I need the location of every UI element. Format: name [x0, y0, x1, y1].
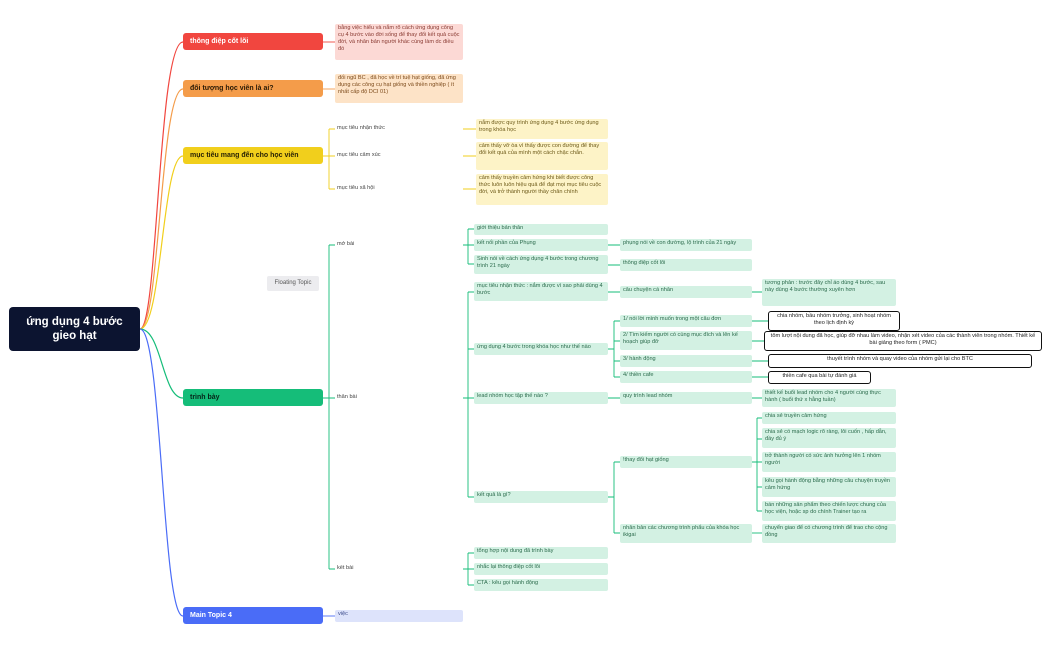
main-topic-presentation[interactable]: trình bày [183, 389, 323, 406]
body-result-item[interactable]: kết quả là gì? [474, 491, 608, 503]
main-topic-goals[interactable]: mục tiêu mang đến cho học viên [183, 147, 323, 164]
connector-goal-details [463, 128, 476, 190]
connector-root-core [139, 41, 184, 330]
body-lead-item[interactable]: lead nhóm học tập thế nào ? [474, 392, 608, 404]
root-topic[interactable]: ứng dụng 4 bước gieo hạt [9, 307, 140, 351]
body-apply-item[interactable]: ứng dụng 4 bước trong khóa học như thế n… [474, 343, 608, 355]
closing-item-summary[interactable]: tổng hợp nội dung đã trình bày [474, 547, 608, 559]
closing-item-cta[interactable]: CTA : kêu gọi hành động [474, 579, 608, 591]
lead-detail[interactable]: thiết kế buổi lead nhóm cho 4 người cùng… [762, 389, 896, 407]
main4-child[interactable]: việc [335, 610, 463, 622]
main-topic-core-message[interactable]: thông điệp cốt lõi [183, 33, 323, 50]
connector-body [463, 291, 474, 498]
main-topic-4-label: Main Topic 4 [190, 612, 232, 619]
seed-item-2[interactable]: chia sẻ có mạch logic rõ ràng, lôi cuốn … [762, 428, 896, 448]
opening-item-phung[interactable]: kết nối phần của Phụng [474, 239, 608, 251]
main-topic-audience-label: đối tượng học viên là ai? [190, 85, 274, 92]
step-1[interactable]: 1/ nói lời mình muốn trong một câu đơn [620, 315, 752, 327]
seed-item-1[interactable]: chia sẻ truyền cảm hứng [762, 412, 896, 424]
connector-result [608, 461, 620, 534]
goal-social[interactable]: mục tiêu xã hội [337, 185, 375, 191]
main-topic-goals-label: mục tiêu mang đến cho học viên [190, 152, 299, 159]
connector-seed-items [752, 417, 762, 512]
connector-opening-details [608, 244, 620, 266]
opening-item-sinh[interactable]: Sinh nói về cách ứng dụng 4 bước trong c… [474, 255, 608, 274]
personal-story-detail[interactable]: tương phản : trước đây chỉ áo dùng 4 bướ… [762, 279, 896, 306]
main-topic-presentation-label: trình bày [190, 394, 220, 401]
connector-root-presentation [139, 328, 184, 399]
goal-emotional-detail[interactable]: cảm thấy vỡ òa vì thấy được con đường để… [476, 142, 608, 170]
seed-item-4[interactable]: kêu gọi hành động bằng những câu chuyện … [762, 477, 896, 497]
opening-item-intro[interactable]: giới thiệu bản thân [474, 224, 608, 235]
goal-emotional[interactable]: mục tiêu cảm xúc [337, 152, 381, 158]
step-1-box[interactable]: chia nhóm, bầu nhóm trưởng, sinh hoạt nh… [768, 311, 900, 331]
floating-topic[interactable]: Floating Topic [267, 276, 319, 291]
core-message-note[interactable]: bằng việc hiểu và nắm rõ cách ứng dụng c… [335, 24, 463, 60]
opening-phung-detail[interactable]: phụng nói về con đường, lộ trình của 21 … [620, 239, 752, 251]
closing-item-core-message[interactable]: nhắc lại thông điệp cốt lõi [474, 563, 608, 575]
seed-item-5[interactable]: bán những sản phẩm theo chiến lược chung… [762, 501, 896, 521]
lead-process[interactable]: quy trình lead nhóm [620, 392, 752, 404]
personal-story[interactable]: câu chuyện cá nhân [620, 286, 752, 298]
opening-label[interactable]: mở bài [337, 241, 355, 247]
step-3[interactable]: 3/ hành động [620, 355, 752, 367]
connector-opening [463, 228, 474, 265]
goal-cognitive-detail[interactable]: nắm được quy trình ứng dụng 4 bước ứng d… [476, 119, 608, 139]
step-2[interactable]: 2/ Tìm kiếm người có cùng mục đích và lê… [620, 331, 752, 350]
connector-closing [463, 552, 474, 586]
step-3-box[interactable]: thuyết trình nhóm và quay video của nhóm… [768, 354, 1032, 368]
body-goal-item[interactable]: mục tiêu nhận thức : nắm được vì sao phả… [474, 282, 608, 301]
connector-steps [608, 320, 620, 378]
connector-root-goals [139, 155, 184, 330]
goal-cognitive[interactable]: mục tiêu nhận thức [337, 125, 385, 131]
step-4-box[interactable]: thiền cafe qua bài tự đánh giá [768, 371, 871, 384]
body-label[interactable]: thân bài [337, 394, 357, 400]
replicate-programs[interactable]: nhân bản các chương trình phẩu của khóa … [620, 524, 752, 543]
goal-social-detail[interactable]: cảm thấy truyền cảm hứng khi biết được c… [476, 174, 608, 205]
connector-step-boxes [752, 320, 768, 378]
connector-root-audience [139, 88, 184, 330]
closing-label[interactable]: kết bài [337, 565, 354, 571]
main-topic-core-message-label: thông điệp cốt lõi [190, 38, 249, 45]
step-4[interactable]: 4/ thiền cafe [620, 371, 752, 383]
step-2-box[interactable]: tôm lượt nội dung đã học, giúp đỡ nhau l… [764, 331, 1042, 351]
main-topic-audience[interactable]: đối tượng học viên là ai? [183, 80, 323, 97]
main-topic-4[interactable]: Main Topic 4 [183, 607, 323, 624]
replicate-detail[interactable]: chuyển giao để có chương trình để trao c… [762, 524, 896, 543]
seed-change[interactable]: !thay đổi hạt giống [620, 456, 752, 468]
seed-item-3[interactable]: trở thành người có sức ảnh hưởng lên 1 n… [762, 452, 896, 472]
opening-sinh-detail[interactable]: thông điệp cốt lõi [620, 259, 752, 271]
connector-presentation [323, 244, 335, 570]
connector-goals [323, 128, 335, 190]
audience-note[interactable]: đối ngũ BC , đã học về trí tuệ hạt giống… [335, 74, 463, 103]
connector-root-main4 [139, 328, 184, 617]
